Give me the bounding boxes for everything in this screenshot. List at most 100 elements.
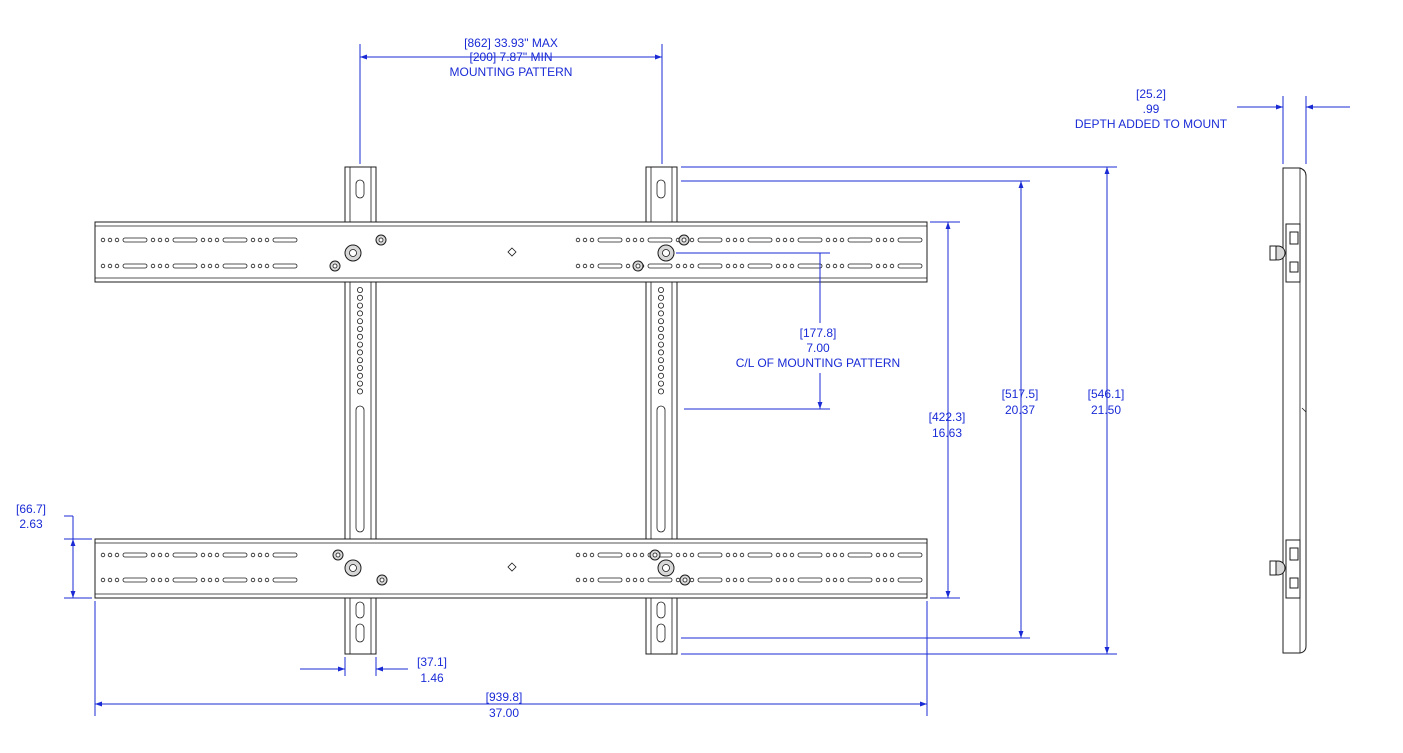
rail-hole — [732, 263, 738, 269]
rail-hole — [689, 552, 695, 558]
rail-slot — [647, 577, 673, 583]
rail-slot — [847, 237, 873, 243]
rail-hole — [725, 577, 731, 583]
rail-span-label: [422.3] 16.63 — [929, 410, 966, 440]
rail-hole — [100, 237, 106, 243]
rail-hole — [200, 237, 206, 243]
rail-hole — [825, 552, 831, 558]
rail-hole — [575, 577, 581, 583]
rail-hole — [107, 577, 113, 583]
rail-hole — [114, 237, 120, 243]
rail-hole — [264, 552, 270, 558]
rail-hole — [157, 552, 163, 558]
rail-slot — [747, 237, 773, 243]
rail-hole — [789, 263, 795, 269]
knob — [344, 244, 362, 262]
arm-hole — [658, 349, 665, 356]
arm-hole — [658, 294, 665, 301]
rail-hole — [157, 237, 163, 243]
depth-caption: DEPTH ADDED TO MOUNT — [1075, 117, 1228, 131]
rail-slot — [272, 263, 298, 269]
rail-hole — [100, 263, 106, 269]
rail-hole — [825, 577, 831, 583]
rail-hole — [200, 552, 206, 558]
rail-hole — [264, 263, 270, 269]
rail-slot — [272, 237, 298, 243]
arm-hole — [658, 341, 665, 348]
rail-slot — [697, 577, 723, 583]
arm-width-mm: [37.1] — [417, 655, 447, 669]
overall-width-mm: [939.8] — [486, 690, 523, 704]
rail-hole — [257, 577, 263, 583]
rail-hole — [114, 577, 120, 583]
rail-hole — [589, 577, 595, 583]
rail-hole — [825, 237, 831, 243]
arm-hole — [356, 318, 363, 325]
arm-hole — [356, 372, 363, 379]
rail-hole — [100, 552, 106, 558]
rail-slot — [747, 263, 773, 269]
rail-hole — [150, 577, 156, 583]
rail-hole — [200, 577, 206, 583]
arm-hole — [356, 364, 363, 371]
rail-hole — [164, 263, 170, 269]
rail-slot — [897, 237, 923, 243]
rail-hole — [214, 237, 220, 243]
rail-hole — [207, 237, 213, 243]
rail-hole — [150, 552, 156, 558]
front-view — [94, 166, 928, 655]
rail-slot — [797, 237, 823, 243]
rail-hole — [832, 237, 838, 243]
rail-hole — [264, 577, 270, 583]
rail-hole — [214, 552, 220, 558]
rail-slot — [847, 577, 873, 583]
rail-hole — [582, 577, 588, 583]
rail-hole — [839, 263, 845, 269]
rail-hole — [739, 263, 745, 269]
rail-hole — [114, 263, 120, 269]
rail-hole — [214, 263, 220, 269]
depth-label: [25.2] .99 DEPTH ADDED TO MOUNT — [1075, 87, 1228, 131]
arm-hole — [356, 286, 363, 293]
arm-hole — [356, 302, 363, 309]
rail-slot — [272, 552, 298, 558]
rail-height-in: 2.63 — [19, 517, 43, 531]
rail-hole — [264, 237, 270, 243]
rail-hole — [214, 577, 220, 583]
centerline-mm: [177.8] — [800, 326, 837, 340]
rail-hole — [775, 577, 781, 583]
rail-hole — [782, 237, 788, 243]
arm-hole — [658, 325, 665, 332]
rail-hole — [882, 263, 888, 269]
arm-hole — [356, 294, 363, 301]
rail-hole — [775, 263, 781, 269]
rail-slot — [222, 577, 248, 583]
rail-hole — [875, 577, 881, 583]
rail-hole — [839, 577, 845, 583]
arm-hole — [356, 388, 363, 395]
rail-hole — [250, 263, 256, 269]
arm-hole — [356, 341, 363, 348]
arm-hole — [658, 333, 665, 340]
rail-hole — [775, 237, 781, 243]
rail-hole — [589, 237, 595, 243]
rail-span-mm: [422.3] — [929, 410, 966, 424]
rail-hole — [839, 237, 845, 243]
knob — [657, 559, 675, 577]
rail-hole — [832, 552, 838, 558]
rail-hole — [889, 237, 895, 243]
rail-hole — [207, 263, 213, 269]
knob — [329, 260, 341, 272]
arm-hole — [658, 286, 665, 293]
arm-hole — [658, 318, 665, 325]
depth-in: .99 — [1143, 102, 1160, 116]
rail-slot — [847, 263, 873, 269]
arm-width-in: 1.46 — [420, 671, 444, 685]
rail-hole — [100, 577, 106, 583]
rail-slot — [172, 552, 198, 558]
knob — [332, 549, 344, 561]
rail-hole — [882, 552, 888, 558]
side-bracket-top — [1269, 223, 1301, 283]
rail-hole — [832, 577, 838, 583]
arm-width-label: [37.1] 1.46 — [417, 655, 447, 685]
